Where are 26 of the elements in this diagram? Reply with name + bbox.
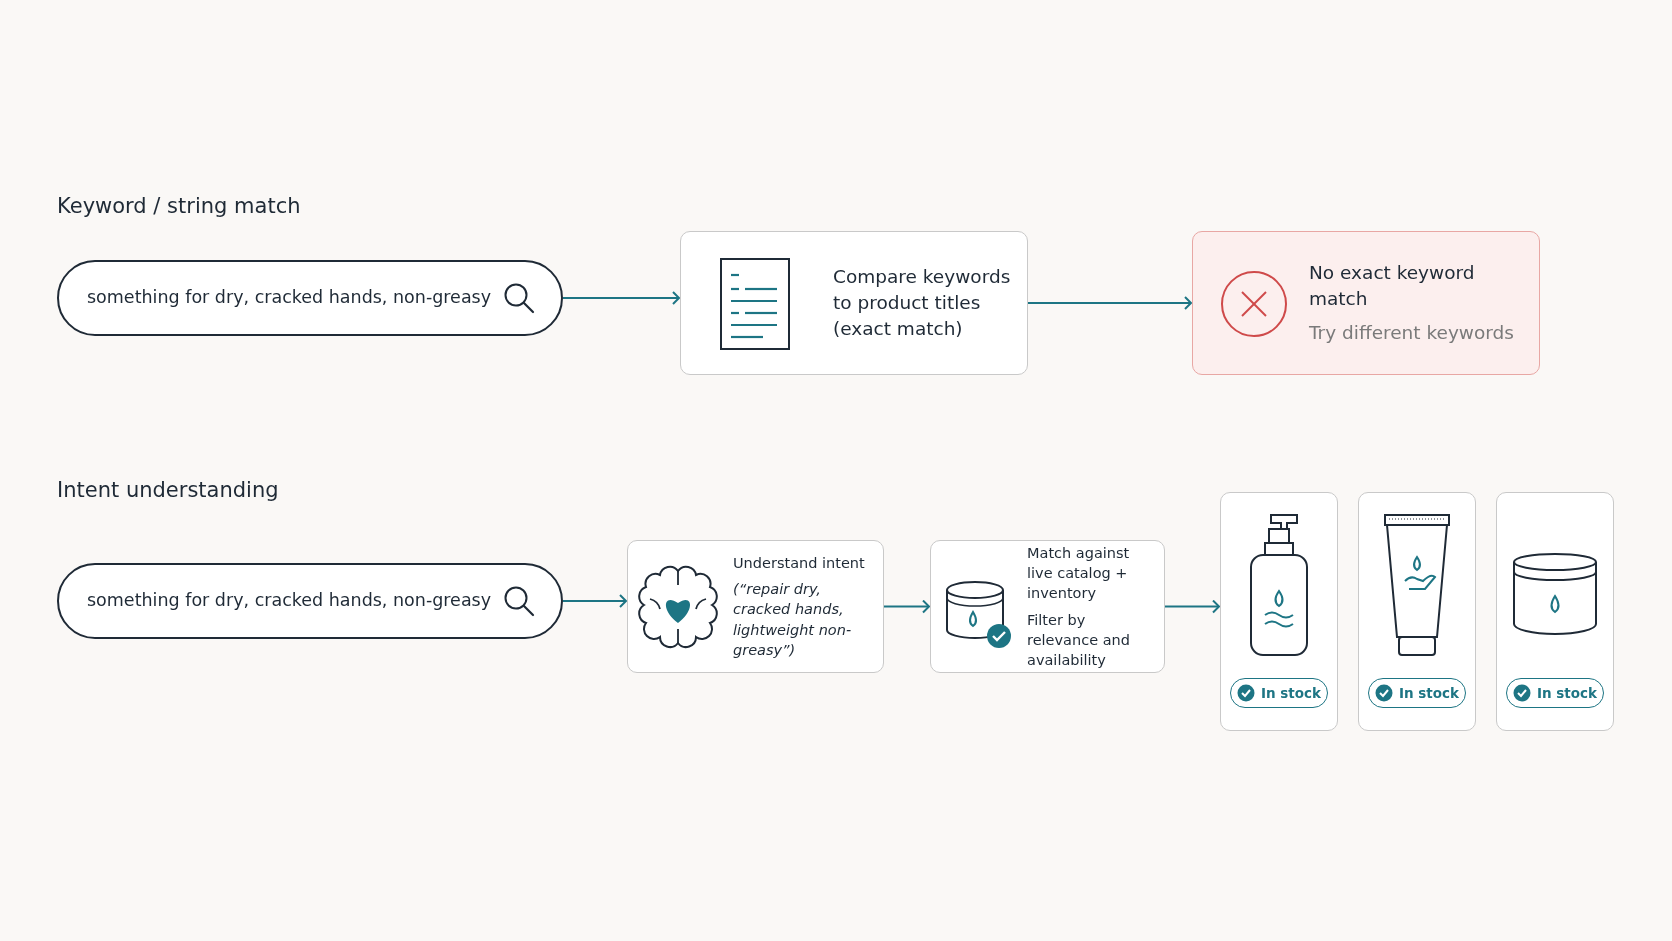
stock-status-text: In stock: [1260, 685, 1322, 701]
error-card: [1192, 231, 1540, 375]
stock-status-text: In stock: [1398, 685, 1460, 701]
card-heading: No exact keyword match: [1309, 261, 1476, 312]
process-card: [930, 540, 1165, 673]
section-heading: Keyword / string match: [57, 194, 301, 218]
product-card: [1496, 492, 1614, 731]
arrow: [562, 291, 680, 305]
product-card: [1220, 492, 1338, 731]
arrow: [883, 599, 930, 614]
section-heading: Intent understanding: [57, 478, 279, 502]
arrow: [562, 594, 627, 608]
card-heading: Understand intent: [733, 553, 866, 573]
process-card: [680, 231, 1028, 375]
search-query-text: something for dry, cracked hands, non-greasy: [87, 590, 492, 610]
card-heading: Compare keywords to product titles (exact match): [833, 265, 1012, 341]
arrow: [1164, 599, 1220, 614]
card-detail-text: Filter by relevance and availability: [1027, 610, 1131, 671]
arrow: [1027, 296, 1192, 310]
card-detail-text: Try different keywords: [1309, 320, 1515, 345]
process-card: [627, 540, 884, 673]
stock-status-text: In stock: [1536, 685, 1598, 701]
search-query-text: something for dry, cracked hands, non-greasy: [87, 287, 492, 307]
card-heading: Match against live catalog + inventory: [1027, 543, 1131, 604]
product-card: [1358, 492, 1476, 731]
card-detail-text: (“repair dry, cracked hands, lightweight non-greasy”): [733, 580, 853, 660]
